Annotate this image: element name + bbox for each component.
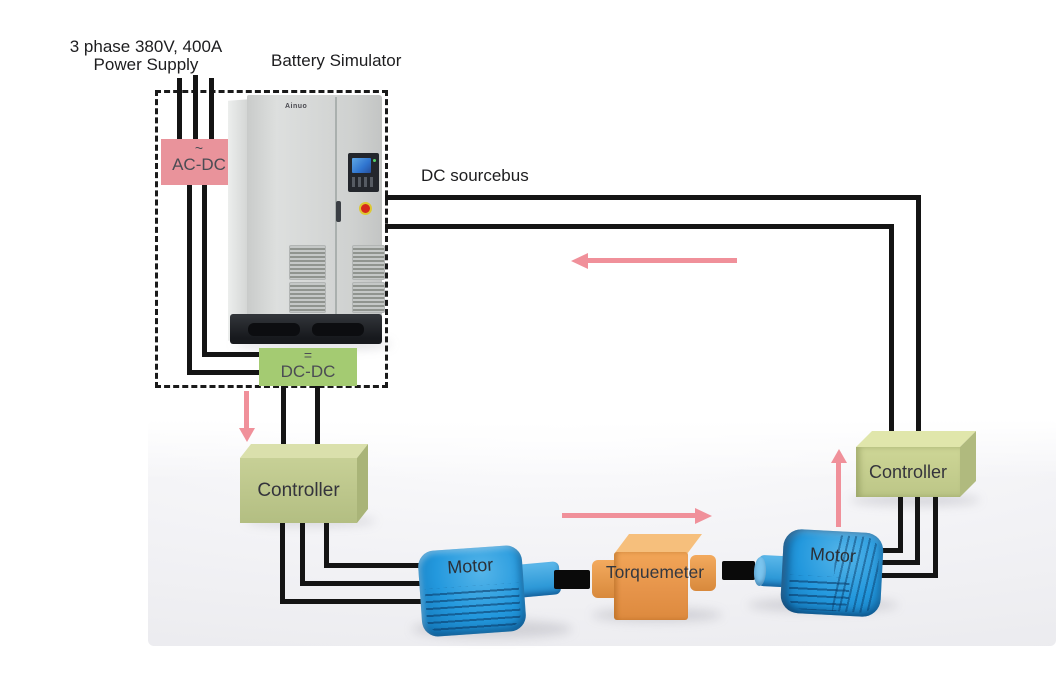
motor-left: Motor <box>417 543 562 640</box>
flow-arrow-left-shaft <box>588 258 737 263</box>
motor-left-body: Motor <box>417 544 527 638</box>
battery-simulator-boundary <box>155 90 388 388</box>
cabinet-base-slot-2 <box>312 323 364 336</box>
cabinet-side-panel <box>228 99 249 341</box>
controller-right-top-face <box>856 431 976 447</box>
acdc-dcdc-wire-a-h <box>202 352 261 357</box>
cabinet-vent-grille-1 <box>289 245 326 280</box>
ctl-right-motor-wire3-v <box>933 495 938 578</box>
ctl-left-motor-wire1-v <box>324 520 329 568</box>
cabinet-door-handle <box>336 201 341 222</box>
supply-wire-3 <box>209 78 214 141</box>
coupling-right <box>722 561 755 580</box>
ctl-left-motor-wire3-v <box>280 520 285 604</box>
dcdc-controller-wire-2 <box>315 386 320 448</box>
torquemeter-boss-right <box>690 555 716 591</box>
ctl-right-motor-wire1-h <box>872 548 903 553</box>
motor-right-label: Motor <box>809 543 857 567</box>
dcdc-label: DC-DC <box>280 362 336 381</box>
dc-bus-outer-h <box>385 195 921 200</box>
dc-sourcebus-label: DC sourcebus <box>421 166 529 185</box>
dcdc-converter: = DC-DC <box>259 348 357 386</box>
ctl-right-motor-wire2-h <box>874 560 920 565</box>
torquemeter-label: Torquemeter <box>605 562 705 582</box>
controller-right-side-face <box>960 431 976 497</box>
acdc-dcdc-wire-b-h <box>187 370 261 375</box>
torquemeter-front-face <box>614 552 688 620</box>
cabinet-brand-logo: Ainuo <box>285 103 308 110</box>
acdc-dcdc-wire-b-v <box>187 184 192 375</box>
dc-symbol: = <box>303 347 313 363</box>
flow-arrow-right-icon <box>695 507 712 524</box>
cabinet-vent-grille-4 <box>352 282 385 313</box>
ac-symbol: ~ <box>194 140 204 156</box>
flow-arrow-down-shaft <box>244 391 249 429</box>
cabinet-vent-grille-3 <box>289 282 326 313</box>
emergency-stop-button <box>359 202 372 215</box>
ctl-left-motor-wire3-h <box>280 599 442 604</box>
motor-right-body: Motor <box>779 528 885 618</box>
dc-bus-inner-v <box>889 224 894 445</box>
cabinet-base <box>230 314 382 344</box>
flow-arrow-up-icon <box>830 449 847 463</box>
dcdc-controller-wire-1 <box>281 386 286 448</box>
cabinet-base-slot-1 <box>248 323 300 336</box>
acdc-dcdc-wire-a-v <box>202 184 207 357</box>
cabinet-front: Ainuo <box>247 95 385 317</box>
cabinet-vent-grille-2 <box>352 245 385 280</box>
supply-wire-2 <box>193 75 198 141</box>
motor-right: Motor <box>753 526 885 622</box>
flow-arrow-down-icon <box>238 428 255 442</box>
torquemeter: Torquemeter <box>590 534 720 626</box>
acdc-label: AC-DC <box>172 155 226 174</box>
controller-left-side-face <box>357 444 368 523</box>
ctl-left-motor-wire1-h <box>324 563 440 568</box>
ctl-right-motor-wire1-v <box>898 495 903 553</box>
power-supply-line1: 3 phase 380V, 400A <box>69 37 223 56</box>
motor-left-label: Motor <box>446 554 494 578</box>
motor-right-fins <box>788 574 850 612</box>
acdc-converter: ~ AC-DC <box>161 139 237 185</box>
supply-wire-1 <box>177 78 182 141</box>
ctl-left-motor-wire2-h <box>300 581 440 586</box>
dc-bus-outer-v <box>916 195 921 445</box>
battery-simulator-cabinet: Ainuo <box>228 95 385 347</box>
controller-left: Controller <box>240 444 368 523</box>
power-supply-line2: Power Supply <box>93 55 199 74</box>
controller-left-label: Controller <box>240 458 357 523</box>
flow-arrow-up-shaft <box>836 462 841 527</box>
cabinet-status-led <box>373 159 376 162</box>
dc-bus-inner-h <box>385 224 894 229</box>
flow-arrow-right-shaft <box>562 513 696 518</box>
cabinet-touchscreen <box>352 158 371 173</box>
controller-right-label: Controller <box>856 447 960 497</box>
power-supply-label: 3 phase 380V, 400A Power Supply <box>40 38 252 74</box>
ctl-right-motor-wire2-v <box>915 495 920 565</box>
motor-left-fins <box>424 582 522 634</box>
coupling-left <box>554 570 590 589</box>
ctl-right-motor-wire3-h <box>876 573 938 578</box>
ctl-left-motor-wire2-v <box>300 520 305 586</box>
controller-right: Controller <box>856 431 976 497</box>
controller-left-top-face <box>240 444 368 458</box>
cabinet-control-panel <box>348 153 379 192</box>
cabinet-panel-buttons <box>352 177 375 187</box>
torquemeter-top-face <box>614 534 702 554</box>
flow-arrow-left-icon <box>571 252 588 269</box>
battery-simulator-label: Battery Simulator <box>271 51 402 70</box>
